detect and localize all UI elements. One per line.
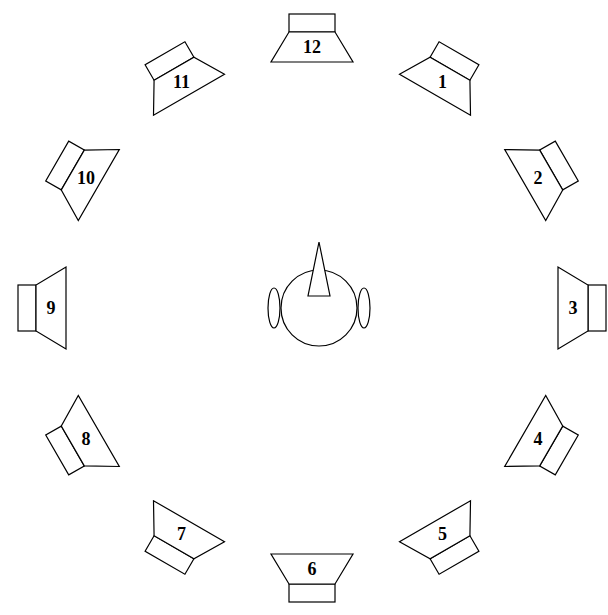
speaker-number: 8 (81, 430, 90, 448)
speaker-cone (138, 48, 224, 115)
loudspeaker: 10 (28, 123, 128, 223)
speaker-number: 6 (308, 560, 317, 578)
speaker-number: 4 (534, 430, 543, 448)
speaker-number: 12 (303, 38, 321, 56)
speaker-cone (52, 134, 119, 220)
speaker-cone (399, 48, 485, 115)
nose (308, 242, 330, 296)
loudspeaker-outline (28, 393, 128, 493)
speaker-number: 11 (173, 73, 190, 91)
speaker-number: 5 (438, 525, 447, 543)
speaker-cone (52, 395, 119, 481)
loudspeaker-outline (496, 393, 596, 493)
loudspeaker-outline (0, 258, 92, 358)
left-ear (268, 288, 280, 328)
loudspeaker: 3 (532, 258, 608, 358)
speaker-cone (505, 395, 572, 481)
loudspeaker: 7 (127, 492, 227, 592)
loudspeaker-outline (496, 123, 596, 223)
speaker-number: 3 (569, 299, 578, 317)
loudspeaker: 11 (127, 24, 227, 124)
speaker-number: 1 (438, 73, 447, 91)
speaker-number: 7 (177, 525, 186, 543)
speaker-cone (271, 32, 353, 62)
loudspeaker: 4 (496, 393, 596, 493)
speaker-cone (271, 554, 353, 584)
speaker-magnet (289, 584, 335, 602)
speaker-number: 9 (47, 299, 56, 317)
speaker-magnet (588, 285, 606, 331)
loudspeaker-outline (397, 24, 497, 124)
speaker-cone (558, 267, 588, 349)
right-ear (358, 288, 370, 328)
speaker-cone (36, 267, 66, 349)
speaker-magnet (18, 285, 36, 331)
speaker-number: 2 (534, 169, 543, 187)
loudspeaker: 12 (262, 0, 362, 88)
speaker-cone (399, 501, 485, 568)
loudspeaker: 5 (397, 492, 497, 592)
loudspeaker: 9 (0, 258, 92, 358)
speaker-magnet (289, 14, 335, 32)
loudspeaker-outline (397, 492, 497, 592)
loudspeaker: 6 (262, 528, 362, 615)
loudspeaker: 2 (496, 123, 596, 223)
speaker-number: 10 (77, 169, 95, 187)
speaker-cone (138, 501, 224, 568)
loudspeaker: 1 (397, 24, 497, 124)
speaker-cone (505, 134, 572, 220)
loudspeaker: 8 (28, 393, 128, 493)
